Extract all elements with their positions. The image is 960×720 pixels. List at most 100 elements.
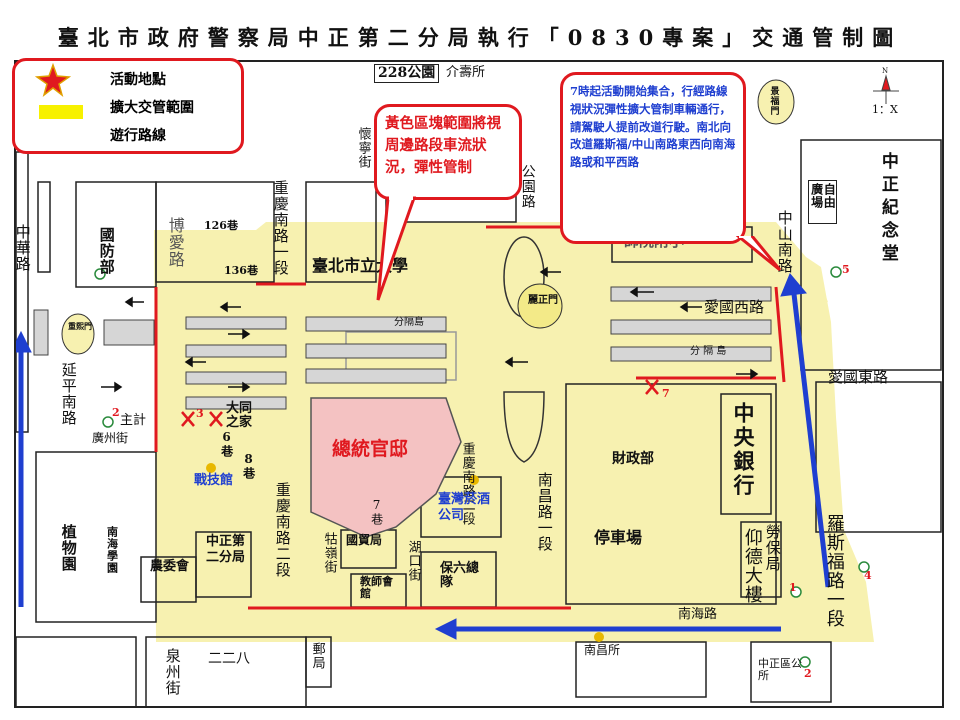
label-gulin: 牯嶺街: [321, 532, 337, 574]
label-aiguo-west: 愛國西路: [704, 298, 765, 316]
x-mark-icons: [181, 379, 659, 427]
label-nanhai-school: 南海學園: [105, 526, 119, 574]
label-zhanji: 戰技館: [194, 473, 234, 488]
label-nongwei: 農委會: [150, 559, 190, 574]
label-ererba: 二二八: [208, 651, 250, 667]
city-blocks: [16, 139, 942, 706]
label-chongqing-1: 重慶南路一段: [271, 180, 290, 276]
legend-icons: [35, 63, 83, 119]
road-dividers: [33, 286, 772, 410]
president-residence-block: [310, 397, 462, 538]
north-arrow-icon: [873, 74, 899, 104]
label-aiguo-east: 愛國東路: [828, 368, 889, 386]
label-north: N: [882, 67, 889, 75]
label-lane8: 8巷: [241, 452, 256, 480]
block-finance: [565, 383, 777, 605]
marker-number-4: 4: [864, 569, 872, 582]
legend-control-label: 擴大交管範圍: [110, 100, 194, 116]
label-guomao: 國貿局: [346, 533, 383, 547]
label-zhongshan-south: 中山南路: [775, 210, 794, 274]
label-nanchang-1: 南昌路一段: [535, 472, 554, 552]
block-strip-1: [37, 181, 51, 273]
map-canvas: [16, 74, 942, 706]
label-lane126: 126巷: [204, 219, 238, 232]
marker-number-5: 5: [842, 263, 850, 276]
direction-arrows: [101, 266, 759, 393]
block-post: [305, 636, 332, 688]
block-central-bank: [720, 393, 772, 515]
label-zhuji: 主計: [120, 413, 147, 428]
block-guofang: [75, 181, 157, 288]
label-divider-2: 分 隔 島: [690, 346, 727, 357]
callout-yellow-zone-note: 黃色區塊範圍將視周邊路段車流狀況，彈性管制: [374, 104, 522, 200]
label-yangde: 仰德大樓: [741, 528, 763, 604]
label-roosevelt-1: 羅斯福路一段: [823, 514, 845, 628]
gates: [61, 79, 795, 355]
map-title: 臺北市政府警察局中正第二分局執行「0830專案」交通管制圖: [57, 25, 903, 50]
police-station-icons: [94, 266, 870, 668]
label-datong: 大同之家: [226, 401, 253, 430]
label-nanhai-road: 南海路: [678, 607, 718, 622]
label-ziyou-square: 自由廣場: [808, 180, 838, 224]
label-divider-1: 分隔島: [394, 317, 424, 328]
label-quanzhou: 泉州街: [163, 648, 182, 696]
block-botanical: [35, 451, 157, 623]
label-lane7: 7巷: [369, 498, 384, 526]
block-central-1: [305, 181, 377, 283]
label-jieshou: 介壽所: [446, 65, 486, 80]
map-legend: 活動地點 擴大交管範圍 遊行路線: [12, 58, 244, 154]
label-guofang: 國防部: [97, 227, 116, 275]
block-aiguo-e: [815, 381, 942, 533]
label-labor-bureau: 勞保局: [763, 524, 782, 572]
label-baoliu: 保六總隊: [440, 561, 480, 590]
label-chongxi-gate: 重熙門: [68, 321, 92, 331]
label-lane6: 6巷: [219, 430, 234, 458]
label-chongqing-2b: 重慶南路二段: [273, 482, 292, 578]
marker-number-7: 7: [662, 387, 670, 400]
label-botanical-garden: 植物園: [59, 524, 78, 572]
label-chongqing-2: 重慶南路二段: [459, 442, 475, 526]
label-yanping: 延平南路: [59, 362, 78, 426]
label-hukou: 湖口街: [405, 540, 421, 582]
label-teachers: 教師會館: [360, 575, 393, 600]
parade-route: [16, 273, 831, 640]
block-labor: [740, 521, 782, 598]
label-lizheng-gate: 麗正門: [528, 295, 558, 306]
label-jingfu-gate: 景福門: [768, 86, 779, 116]
callout-pointer-1: [376, 196, 417, 301]
yellow-dots: [206, 463, 604, 642]
callout-time-note: 7時起活動開始集合，行經路線視狀況彈性擴大管制車輛通行，請駕駛人提前改道行駛。南…: [560, 72, 746, 244]
legend-activity-label: 活動地點: [110, 72, 166, 88]
marker-number-2: 2: [112, 406, 120, 419]
label-nanchang-office: 南昌所: [584, 643, 621, 657]
label-guangzhou: 廣州街: [92, 431, 129, 445]
label-president-residence: 總統官邸: [332, 438, 409, 460]
block-boai: [155, 181, 275, 283]
label-post: 郵局: [309, 642, 325, 670]
label-lane136: 136巷: [224, 264, 258, 277]
label-boai: 博愛路: [165, 217, 185, 268]
label-huaining: 懷寧街: [355, 127, 371, 169]
label-central-bank: 中央銀行: [731, 402, 757, 498]
marker-number-3: 3: [196, 407, 204, 420]
label-finance: 財政部: [612, 451, 654, 467]
block-nanchang: [575, 641, 707, 698]
callout-pointer-2: [736, 236, 782, 272]
control-zone-swatch: [39, 105, 83, 119]
activity-star-icon: [35, 63, 72, 97]
marker-number-1: 1: [789, 581, 797, 594]
label-zhonghua: 中華路: [14, 224, 32, 272]
block-sw: [16, 636, 137, 706]
block-zz-district: [750, 641, 832, 703]
plaza-semicircle: [503, 391, 545, 463]
marker-number-2b: 2: [804, 667, 812, 680]
control-lines: [154, 225, 786, 610]
block-memorial: [800, 139, 942, 371]
label-parking: 停車場: [594, 528, 643, 547]
label-gongyuan: 公園路: [519, 164, 536, 209]
label-zz-district-office: 中正區公所: [758, 657, 802, 682]
legend-route-label: 遊行路線: [110, 128, 166, 144]
label-tobacco: 臺灣菸酒公司: [438, 492, 491, 523]
label-zz2-precinct: 中正第二分局: [206, 534, 246, 566]
block-nongwei: [140, 556, 197, 603]
